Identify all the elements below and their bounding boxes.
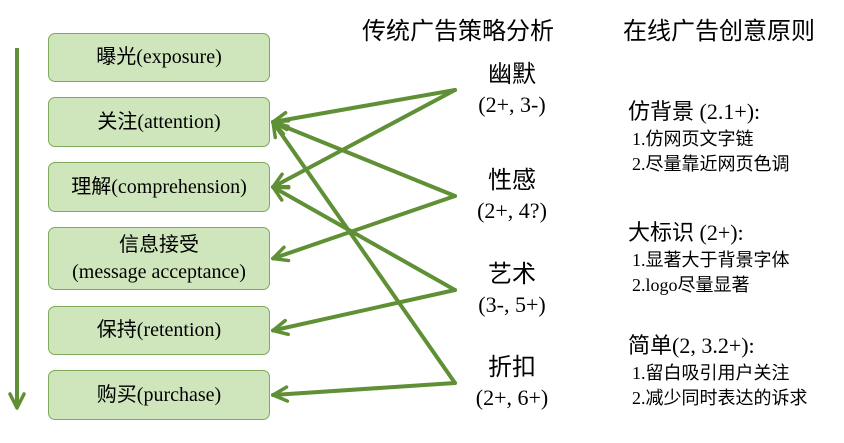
arrow-strategy-1-to-stage-3 — [271, 194, 457, 263]
principle-point: 2.logo尽量显著 — [632, 275, 750, 295]
principle-heading: 简单(2, 3.2+): — [628, 333, 755, 358]
principle-point: 1.留白吸引用户关注 — [632, 363, 790, 383]
arrow-strategy-0-to-stage-2 — [271, 88, 457, 189]
principle-point: 2.尽量靠近网页色调 — [632, 154, 790, 174]
stage-label-en: (message acceptance) — [72, 260, 246, 283]
arrow-strategy-3-to-stage-1 — [271, 120, 457, 385]
stage-retention: 保持(retention) — [48, 306, 270, 355]
arrow-strategy-2-to-stage-2 — [271, 185, 457, 292]
stage-attention: 关注(attention) — [48, 97, 270, 147]
arrow-strategy-2-to-stage-4 — [271, 288, 457, 337]
strategy-name: 艺术 — [488, 262, 536, 288]
stage-label-cn: 信息接受 — [119, 233, 199, 256]
online-column-title: 在线广告创意原则 — [623, 19, 815, 45]
stage-label: 购买(purchase) — [96, 383, 222, 406]
arrow-strategy-3-to-stage-5 — [271, 381, 457, 403]
principle-point: 2.减少同时表达的诉求 — [632, 388, 808, 408]
strategy-item: 折扣 (2+, 6+) — [452, 353, 572, 413]
stage-label: 关注(attention) — [97, 110, 221, 133]
strategy-name: 幽默 — [488, 62, 536, 88]
arrow-strategy-0-to-stage-1 — [271, 88, 457, 129]
strategy-name: 性感 — [488, 168, 536, 194]
strategy-name: 折扣 — [488, 355, 536, 381]
stage-label: 理解(comprehension) — [71, 175, 247, 198]
principle-block: 仿背景 (2.1+): 1.仿网页文字链 2.尽量靠近网页色调 — [628, 97, 790, 177]
strategy-effects: (2+, 6+) — [475, 385, 549, 410]
stage-label: 保持(retention) — [96, 319, 222, 341]
stage-exposure: 曝光(exposure) — [48, 33, 270, 82]
strategy-effects: (3-, 5+) — [478, 292, 546, 317]
principle-point: 1.显著大于背景字体 — [632, 250, 790, 270]
stage-message-acceptance: 信息接受 (message acceptance) — [48, 227, 270, 290]
principle-block: 简单(2, 3.2+): 1.留白吸引用户关注 2.减少同时表达的诉求 — [628, 331, 808, 411]
strategy-effects: (2+, 4?) — [477, 198, 547, 223]
principle-heading: 大标识 (2+): — [628, 220, 744, 245]
principle-heading: 仿背景 (2.1+): — [628, 99, 761, 124]
stage-comprehension: 理解(comprehension) — [48, 162, 270, 212]
principle-point: 1.仿网页文字链 — [632, 129, 754, 149]
strategy-effects: (2+, 3-) — [478, 92, 546, 117]
strategy-item: 性感 (2+, 4?) — [452, 166, 572, 226]
stage-purchase: 购买(purchase) — [48, 370, 270, 420]
arrow-strategy-1-to-stage-1 — [271, 119, 457, 198]
strategy-item: 幽默 (2+, 3-) — [452, 60, 572, 120]
principle-block: 大标识 (2+): 1.显著大于背景字体 2.logo尽量显著 — [628, 218, 790, 298]
strategy-item: 艺术 (3-, 5+) — [452, 260, 572, 320]
stage-label: 曝光(exposure) — [96, 46, 222, 68]
traditional-column-title: 传统广告策略分析 — [362, 19, 554, 45]
